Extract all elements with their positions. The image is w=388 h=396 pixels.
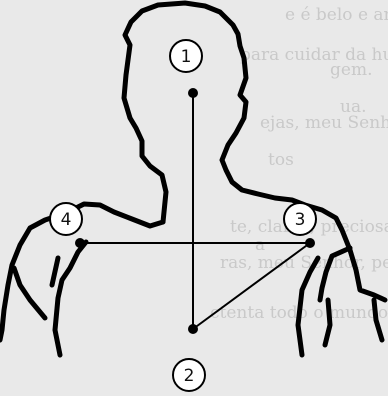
point-1 xyxy=(188,88,198,98)
point-3 xyxy=(305,238,315,248)
point-4 xyxy=(75,238,85,248)
bg-text-line: e é belo e amante, com g xyxy=(285,5,388,25)
bg-text-line: ejas, meu Senhor, pelo irm xyxy=(260,113,388,133)
marker-2: 2 xyxy=(173,359,205,391)
marker-1: 1 xyxy=(170,40,202,72)
point-2 xyxy=(188,324,198,334)
marker-label: 4 xyxy=(61,210,72,230)
bg-text-line: a xyxy=(255,235,265,255)
marker-label: 2 xyxy=(184,366,195,386)
marker-label: 1 xyxy=(181,47,192,67)
bg-text-line: tos xyxy=(268,150,294,170)
marker-3: 3 xyxy=(284,203,316,235)
bg-text-line: ras, meu Senhor, pelo irmã xyxy=(220,253,388,273)
marker-label: 3 xyxy=(295,210,306,230)
bg-text-line: gem. xyxy=(330,60,372,80)
marker-4: 4 xyxy=(50,203,82,235)
